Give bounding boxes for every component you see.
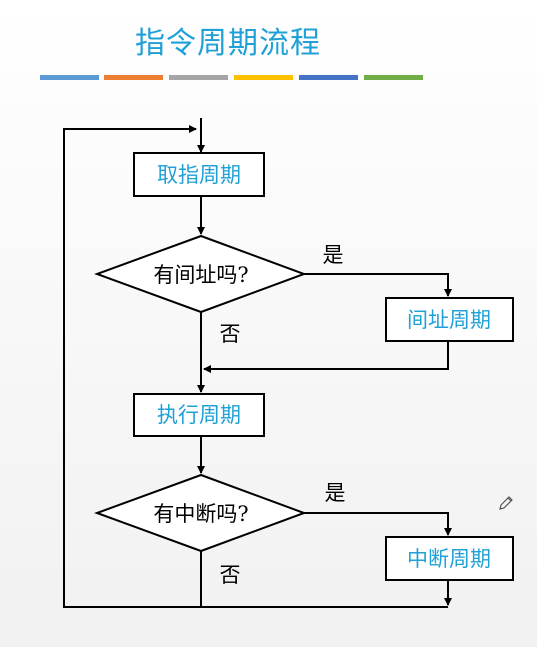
accent-bar-2 bbox=[104, 75, 163, 80]
slide-title: 指令周期流程 bbox=[135, 26, 321, 61]
execute-cycle-label: 执行周期 bbox=[157, 403, 241, 427]
indirect-cycle-label: 间址周期 bbox=[407, 308, 491, 332]
fetch-cycle-label: 取指周期 bbox=[157, 163, 241, 187]
interrupt-cycle-box: 中断周期 bbox=[385, 536, 514, 581]
interrupt-decision: 有中断吗? bbox=[94, 473, 307, 553]
loop-back-connector bbox=[63, 125, 201, 608]
accent-bar-4 bbox=[234, 75, 293, 80]
fetch-cycle-box: 取指周期 bbox=[133, 152, 265, 197]
accent-bar-3 bbox=[169, 75, 228, 80]
indirect-cycle-box: 间址周期 bbox=[385, 297, 514, 342]
indirect-decision: 有间址吗? bbox=[94, 234, 307, 314]
interrupt-no-label: 否 bbox=[220, 563, 241, 587]
accent-bar-1 bbox=[40, 75, 99, 80]
indirect-yes-label: 是 bbox=[323, 243, 344, 267]
interrupt-yes-label: 是 bbox=[325, 481, 346, 505]
accent-bar-6 bbox=[364, 75, 423, 80]
interrupt-question-label: 有中断吗? bbox=[153, 502, 248, 526]
indirect-no-label: 否 bbox=[220, 322, 241, 346]
accent-bar-5 bbox=[299, 75, 358, 80]
indirect-yes-connector bbox=[304, 273, 452, 297]
pencil-icon[interactable] bbox=[498, 495, 514, 511]
interrupt-yes-connector bbox=[304, 512, 452, 536]
indirect-question-label: 有间址吗? bbox=[153, 263, 248, 287]
execute-cycle-box: 执行周期 bbox=[133, 393, 265, 437]
indirect-return-connector bbox=[203, 341, 449, 373]
interrupt-cycle-label: 中断周期 bbox=[407, 547, 491, 571]
